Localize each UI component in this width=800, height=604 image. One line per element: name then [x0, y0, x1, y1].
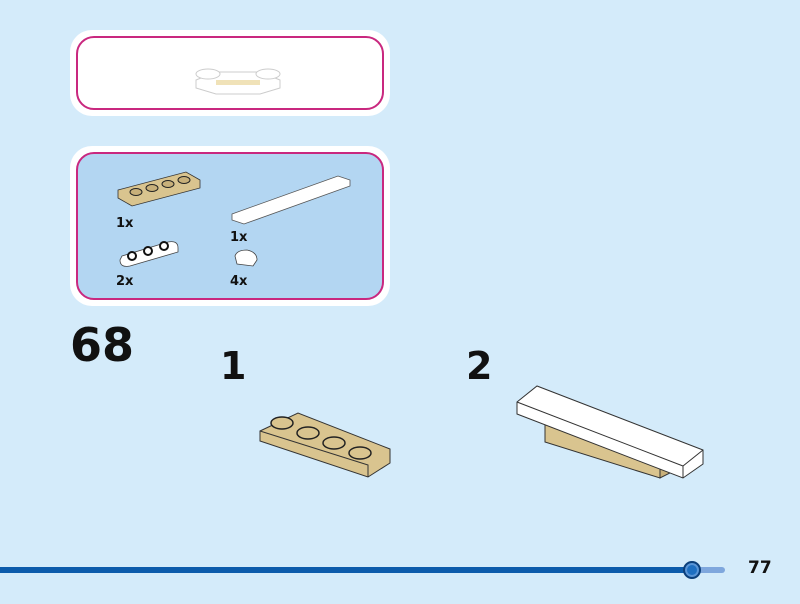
progress-bar: [0, 561, 725, 579]
part-white-round-tile: [234, 249, 258, 267]
parts-list: 1x 1x 2x 4x: [70, 146, 390, 306]
substep-number: 1: [220, 344, 247, 388]
submodel-image: [195, 68, 281, 95]
substep-1-image: [259, 412, 391, 478]
part-tan-plate-1x4: [117, 171, 201, 207]
part-qty: 1x: [230, 230, 248, 245]
progress-thumb: [683, 561, 702, 579]
part-white-rounded-plate-1x3: [119, 241, 179, 267]
part-qty: 4x: [230, 274, 248, 289]
part-white-tile-1x8: [231, 175, 351, 225]
part-qty: 1x: [116, 216, 134, 231]
substep-number: 2: [466, 344, 493, 388]
part-qty: 2x: [116, 274, 134, 289]
substep-2-image: [516, 385, 704, 479]
page-number: 77: [748, 558, 772, 578]
step-number: 68: [70, 318, 135, 372]
progress-fill: [0, 567, 693, 573]
submodel-preview: [70, 30, 390, 116]
